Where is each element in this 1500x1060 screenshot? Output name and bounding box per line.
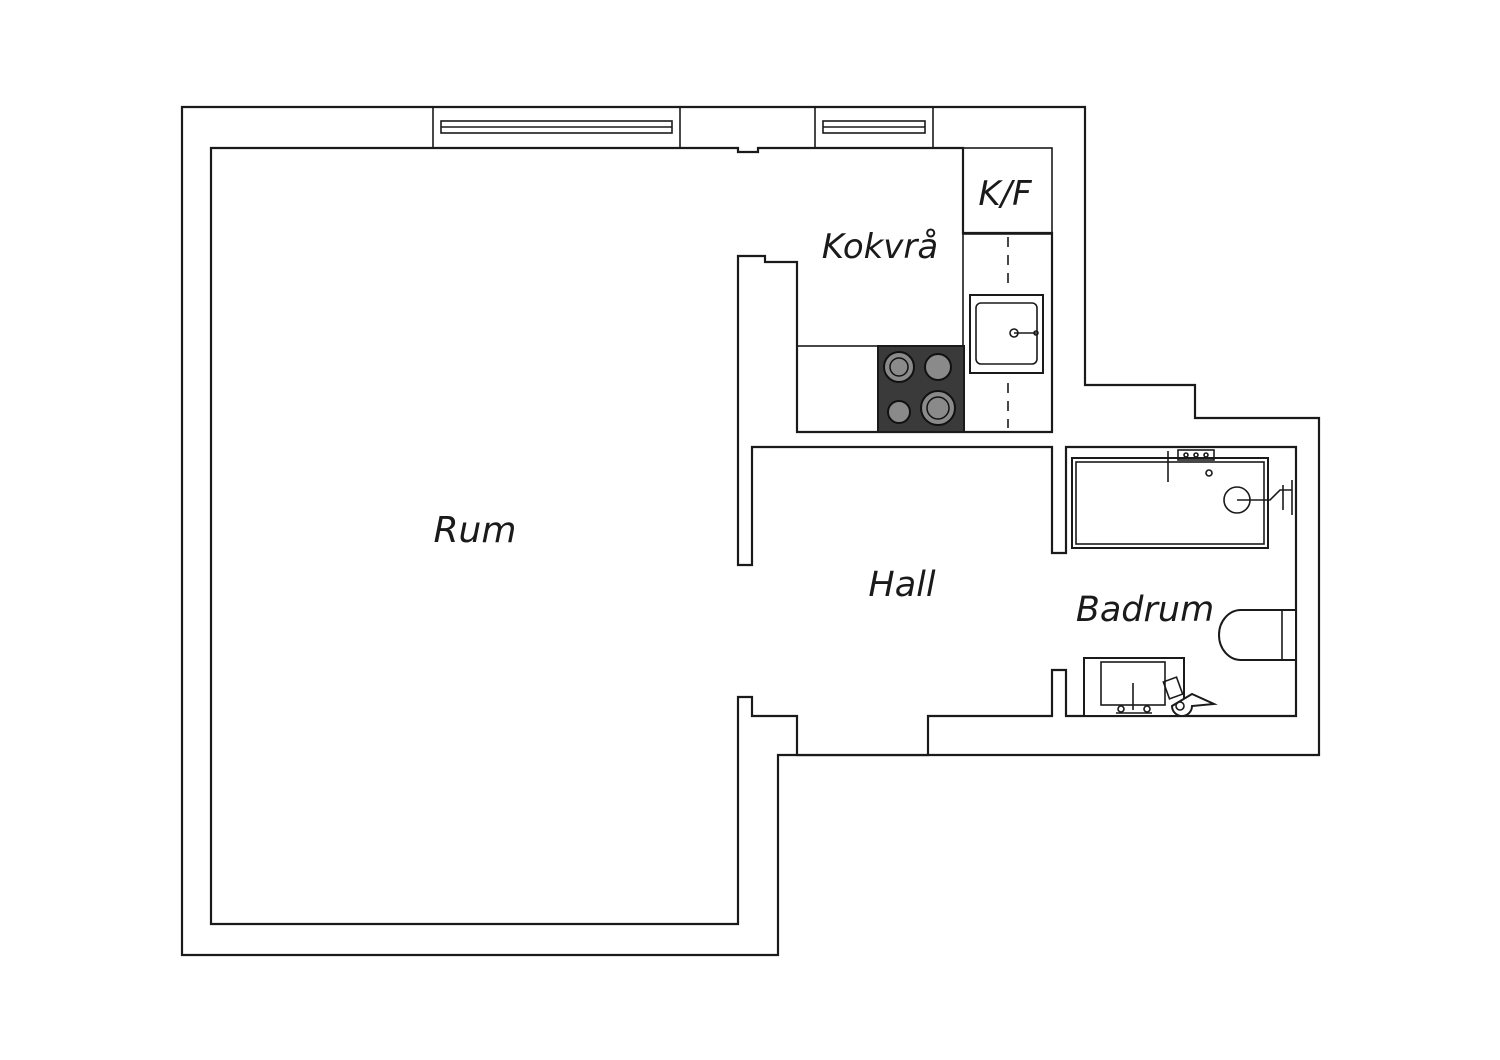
toilet-icon (1218, 609, 1297, 661)
bathtub-icon (1071, 449, 1293, 549)
room-label-badrum: Badrum (1076, 590, 1214, 630)
window-left (432, 106, 681, 149)
bathroom-sink-icon (1083, 657, 1185, 717)
stove-icon (877, 345, 965, 433)
kf-cabinet (962, 147, 1053, 235)
appliance-icon (1162, 676, 1218, 717)
room-label-rum: Rum (434, 510, 517, 551)
room-label-kokvra: Kokvrå (822, 227, 939, 267)
room-label-kf: K/F (978, 174, 1032, 214)
room-label-hall: Hall (868, 565, 935, 605)
kitchen-sink-icon (969, 294, 1044, 374)
window-right (814, 106, 934, 149)
